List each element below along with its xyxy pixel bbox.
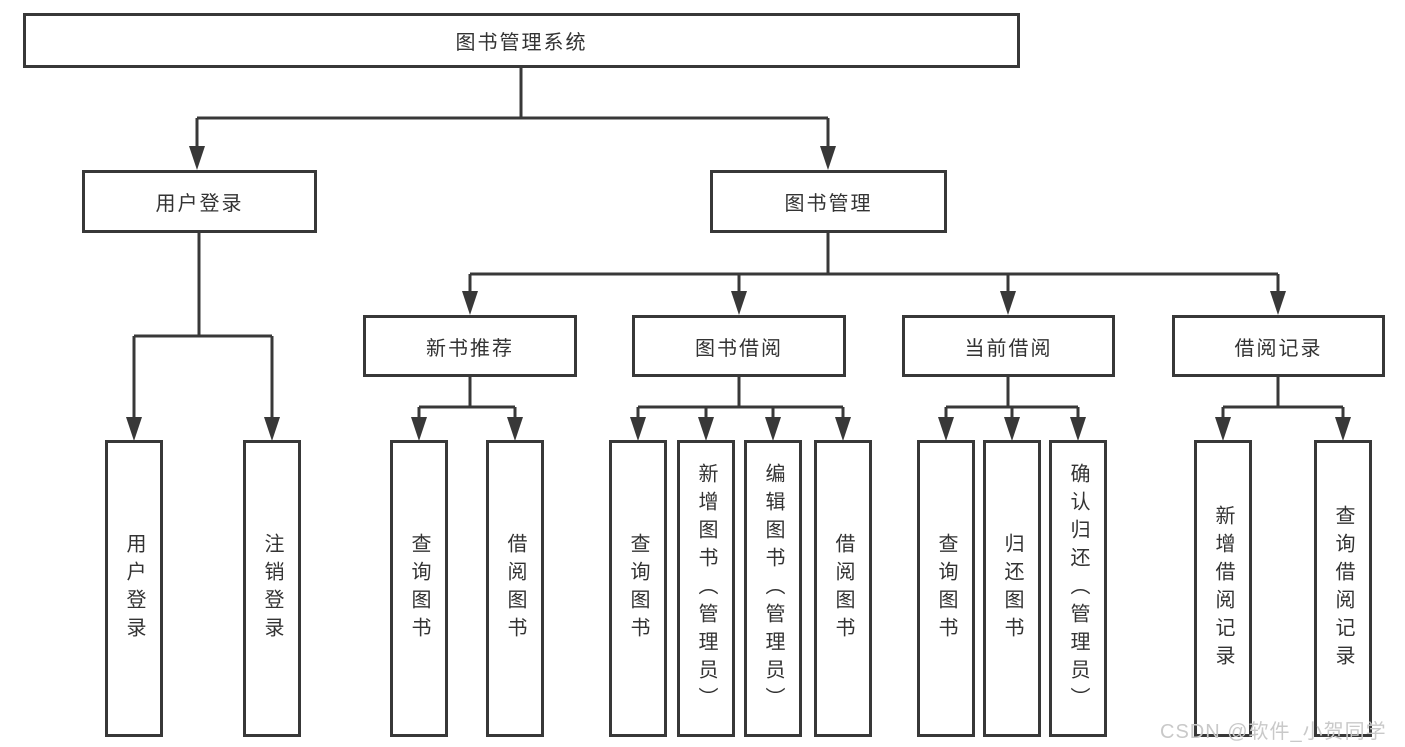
leaf-recommend-borrow-books: 借阅图书 (486, 440, 544, 737)
node-root: 图书管理系统 (23, 13, 1020, 68)
connector-root (195, 68, 830, 150)
leaf-current-return-books: 归还图书 (983, 440, 1041, 737)
connector-borrow-records (1221, 377, 1345, 421)
node-user-login: 用户登录 (82, 170, 317, 233)
leaf-borrow-query-books: 查询图书 (609, 440, 667, 737)
connector-new-book-recommend (417, 377, 517, 421)
connector-book-borrow (636, 377, 845, 421)
leaf-current-query-books: 查询图书 (917, 440, 975, 737)
leaf-current-confirm-return-admin: 确认归还（管理员） (1049, 440, 1107, 737)
connector-user-login (132, 233, 274, 421)
leaf-records-query-record: 查询借阅记录 (1314, 440, 1372, 737)
node-borrow-records: 借阅记录 (1172, 315, 1385, 377)
connector-current-borrow (944, 377, 1080, 421)
node-new-book-recommend: 新书推荐 (363, 315, 577, 377)
node-book-management: 图书管理 (710, 170, 947, 233)
watermark: CSDN @软件_小贺同学 (1160, 721, 1387, 743)
leaf-borrow-borrow-books: 借阅图书 (814, 440, 872, 737)
leaf-recommend-query-books: 查询图书 (390, 440, 448, 737)
leaf-borrow-add-book-admin: 新增图书（管理员） (677, 440, 735, 737)
leaf-records-add-record: 新增借阅记录 (1194, 440, 1252, 737)
connector-book-management (468, 233, 1280, 295)
leaf-login-logout: 注销登录 (243, 440, 301, 737)
node-current-borrow: 当前借阅 (902, 315, 1115, 377)
arrow-heads (126, 146, 1351, 441)
leaf-borrow-edit-book-admin: 编辑图书（管理员） (744, 440, 802, 737)
leaf-login-user-login: 用户登录 (105, 440, 163, 737)
node-book-borrow: 图书借阅 (632, 315, 846, 377)
